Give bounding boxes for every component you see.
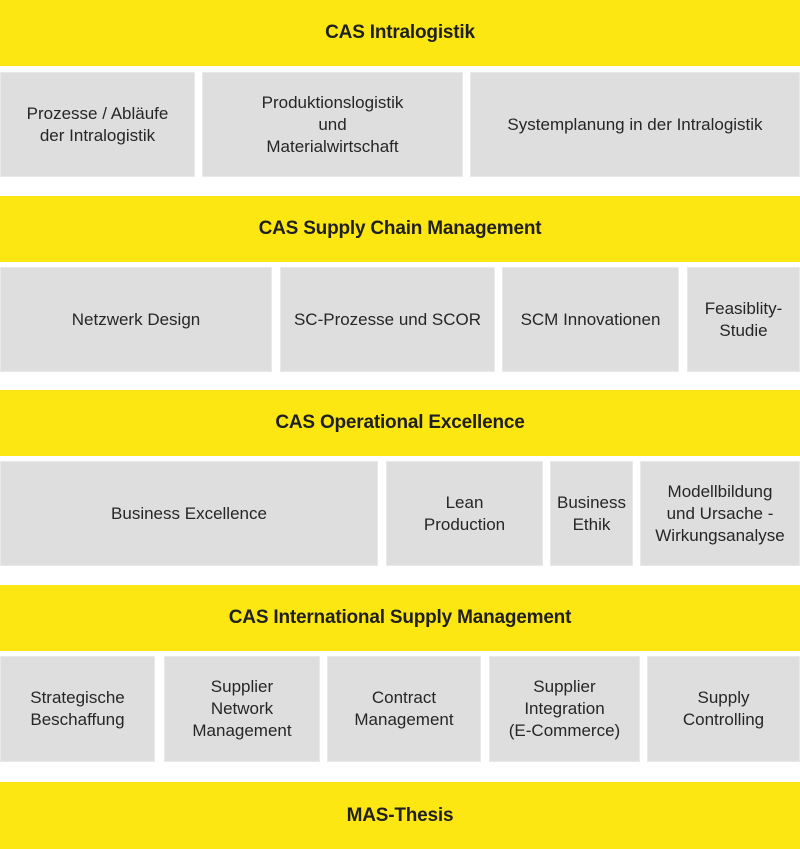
module-label: Business Excellence [111, 503, 267, 523]
module-label: Supplier Network Management [192, 677, 292, 740]
module-box: Lean Production [386, 461, 543, 566]
module-label: Produktionslogistik und Materialwirtscha… [261, 92, 404, 156]
program-title: CAS Operational Excellence [275, 412, 525, 433]
module-label: Prozesse / Abläufe der Intralogistik [26, 103, 169, 145]
module-label: Modellbildung und Ursache - Wirkungsanal… [655, 481, 785, 545]
program-title: CAS Supply Chain Management [258, 218, 542, 239]
module-box: Supply Controlling [647, 656, 800, 762]
module-box: SCM Innovationen [502, 267, 679, 372]
module-label: Strategische Beschaffung [30, 688, 125, 729]
module-label: Lean Production [423, 492, 506, 534]
module-box: Strategische Beschaffung [0, 656, 155, 762]
module-box: Supplier Integration (E-Commerce) [489, 656, 640, 762]
module-label: SCM Innovationen [520, 309, 661, 329]
module-box: Modellbildung und Ursache - Wirkungsanal… [640, 461, 800, 566]
cas-supply-chain-management-header: CAS Supply Chain Management [0, 196, 800, 262]
module-label: Systemplanung in der Intralogistik [507, 114, 763, 134]
module-box: Netzwerk Design [0, 267, 272, 372]
module-box: Feasiblity- Studie [687, 267, 800, 372]
thesis-title: MAS-Thesis [346, 804, 454, 826]
module-box: Produktionslogistik und Materialwirtscha… [202, 72, 463, 177]
program-title: CAS Intralogistik [325, 22, 475, 43]
module-box: SC-Prozesse und SCOR [280, 267, 495, 372]
module-label: SC-Prozesse und SCOR [293, 309, 482, 329]
module-label: Supplier Integration (E-Commerce) [508, 677, 621, 740]
module-box: Contract Management [327, 656, 481, 762]
cas-operational-excellence-header: CAS Operational Excellence [0, 390, 800, 456]
module-box: Business Ethik [550, 461, 633, 566]
module-box: Business Excellence [0, 461, 378, 566]
cas-intralogistik-header: CAS Intralogistik [0, 0, 800, 66]
module-box: Supplier Network Management [164, 656, 320, 762]
module-label: Supply Controlling [682, 688, 765, 729]
module-label: Netzwerk Design [71, 309, 201, 329]
module-box: Prozesse / Abläufe der Intralogistik [0, 72, 195, 177]
program-title: CAS International Supply Management [228, 607, 572, 628]
mas-thesis-band: MAS-Thesis [0, 782, 800, 849]
module-label: Business Ethik [557, 492, 626, 534]
cas-international-supply-management-header: CAS International Supply Management [0, 585, 800, 651]
module-label: Feasiblity- Studie [704, 298, 783, 340]
module-label: Contract Management [354, 688, 454, 729]
module-box: Systemplanung in der Intralogistik [470, 72, 800, 177]
